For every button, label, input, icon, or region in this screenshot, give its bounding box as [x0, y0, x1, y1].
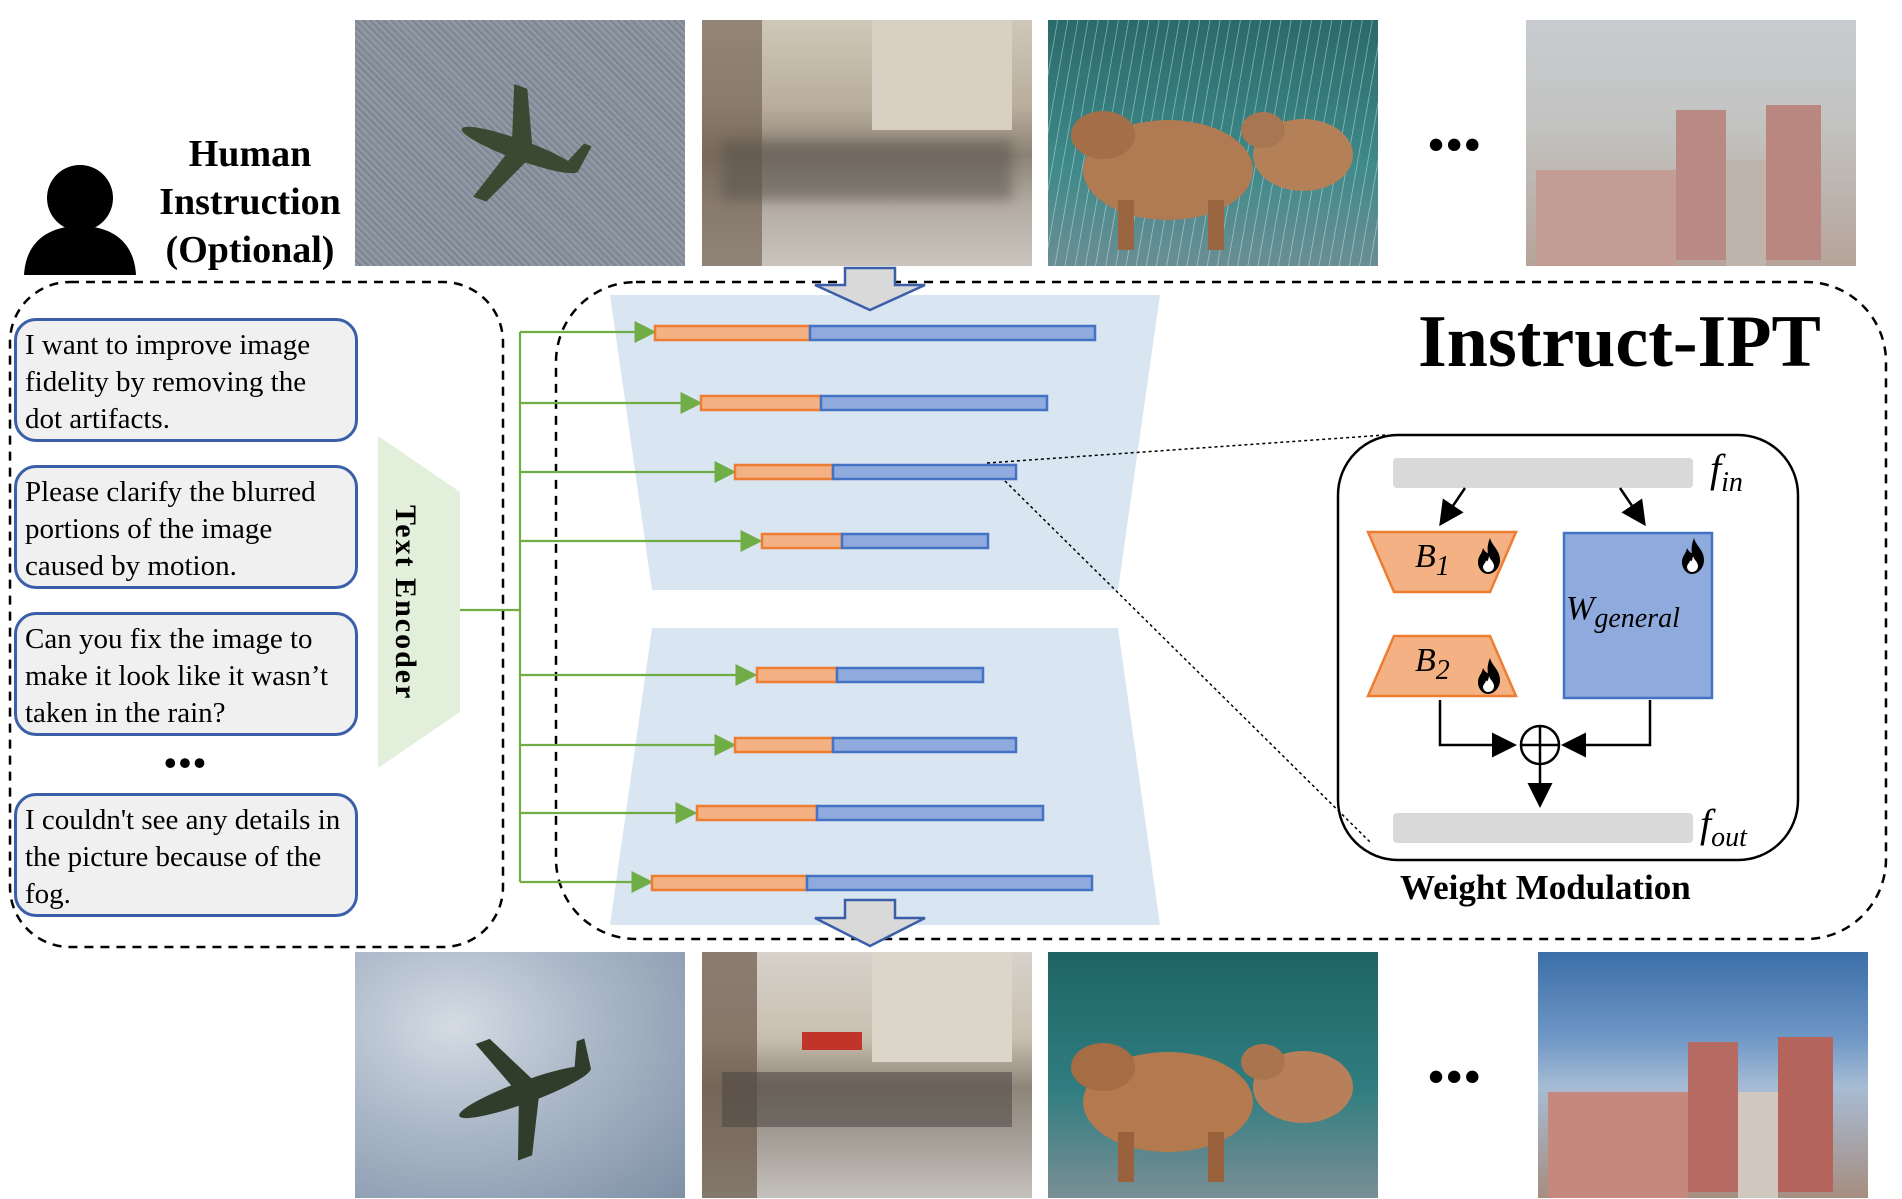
feature-bar-blue [819, 394, 1049, 412]
input-image-blurred-street [702, 20, 1032, 266]
instruction-bubble: Please clarify the blurred portions of t… [14, 465, 358, 589]
b1-block [1366, 530, 1518, 594]
feature-bar-blue [805, 874, 1094, 892]
instruction-text: I couldn't see any details in the pictur… [25, 804, 341, 910]
feature-bar-blue [831, 736, 1018, 754]
b2-label: B2 [1415, 642, 1450, 686]
instruction-bubble: I want to improve image fidelity by remo… [14, 318, 358, 442]
output-image-bears [1048, 952, 1378, 1198]
input-flow-arrow [814, 266, 926, 312]
weight-modulation-title: Weight Modulation [1400, 868, 1691, 907]
flame-icon [1478, 658, 1500, 694]
instruction-group-box [8, 280, 505, 949]
f-out-bar [1393, 813, 1693, 843]
output-image-buildings [1538, 952, 1868, 1198]
instruction-text: Please clarify the blurred portions of t… [25, 476, 316, 582]
b1-label: B1 [1415, 538, 1450, 582]
weight-modulation-box [1336, 433, 1800, 862]
feature-bar-orange [760, 532, 844, 550]
instruction-bubble: I couldn't see any details in the pictur… [14, 793, 358, 917]
human-label-line: Instruction [159, 181, 341, 223]
feature-bar-blue [840, 532, 990, 550]
feature-bar-blue [815, 804, 1045, 822]
bear-icon [1071, 111, 1353, 250]
feature-bar-blue [831, 463, 1018, 481]
f-in-bar [1393, 458, 1693, 488]
instruct-ipt-box [554, 280, 1888, 941]
airplane-icon [461, 84, 592, 202]
encoder-panel [610, 295, 1160, 590]
feature-bar-orange [695, 804, 819, 822]
bear-icon [1071, 1043, 1353, 1182]
input-image-hazy-buildings [1526, 20, 1856, 266]
feature-bar-blue [808, 324, 1097, 342]
output-image-airplane [355, 952, 685, 1198]
feature-bar-orange [755, 666, 839, 684]
airplane-icon [459, 1038, 591, 1161]
human-instruction-label: Human Instruction (Optional) [135, 130, 365, 274]
feature-bar-orange [699, 394, 823, 412]
instruction-text: I want to improve image fidelity by remo… [25, 329, 311, 435]
output-flow-arrow [814, 898, 926, 948]
flame-icon [1478, 538, 1500, 574]
f-in-label: fin [1710, 446, 1743, 498]
human-label-line: (Optional) [165, 229, 335, 271]
instruction-text: Can you fix the image to make it look li… [25, 623, 329, 729]
flame-icon [1682, 538, 1704, 574]
person-icon [24, 165, 136, 275]
text-encoder-label: Text Encoder [389, 505, 422, 701]
feature-bar-orange [650, 874, 809, 892]
output-image-street [702, 952, 1032, 1198]
model-title: Instruct-IPT [1418, 301, 1821, 383]
f-out-label: fout [1700, 801, 1747, 853]
input-image-noisy-airplane [355, 20, 685, 266]
ellipsis-top: ••• [1428, 119, 1483, 170]
add-operator-icon [1519, 724, 1561, 766]
ellipsis-instructions: ••• [164, 743, 208, 783]
feature-bar-orange [733, 463, 835, 481]
ellipsis-bottom: ••• [1428, 1051, 1483, 1102]
feature-bar-orange [733, 736, 835, 754]
w-general-label: Wgeneral [1566, 590, 1680, 634]
input-image-rainy-bears [1048, 20, 1378, 266]
text-encoder-block [378, 436, 460, 768]
human-label-line: Human [188, 133, 312, 175]
decoder-panel [610, 628, 1160, 925]
instruction-bubble: Can you fix the image to make it look li… [14, 612, 358, 736]
w-general-block [1562, 531, 1714, 700]
feature-bar-orange [653, 324, 812, 342]
feature-bar-blue [835, 666, 985, 684]
